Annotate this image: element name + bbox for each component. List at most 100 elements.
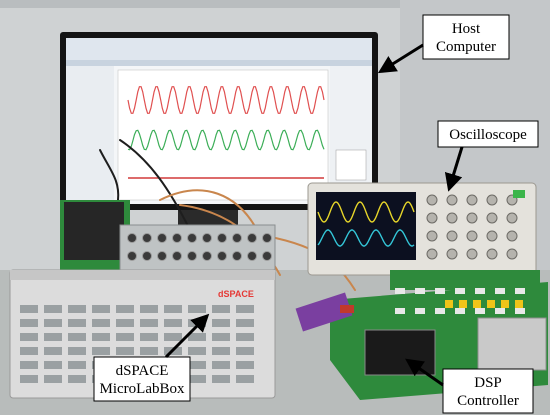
callout-dsp-arrow	[405, 358, 444, 387]
software-plot-sine-green	[127, 129, 325, 151]
dsp-component-yellow	[501, 300, 509, 308]
dsp-component	[475, 288, 485, 294]
scope-knob	[506, 212, 518, 224]
dsp-component	[475, 308, 485, 314]
dsp-component-yellow	[487, 300, 495, 308]
bnc-connector	[262, 233, 272, 243]
callout-oscilloscope-arrow	[444, 146, 464, 192]
dsp-heatsink	[477, 317, 547, 371]
dsp-component	[495, 288, 505, 294]
microlabbox-connector	[164, 305, 182, 313]
bnc-connector	[142, 251, 152, 261]
bnc-connector	[142, 233, 152, 243]
scope-knob	[466, 230, 478, 242]
callout-host-text-1: Host	[452, 21, 481, 37]
dsp-component	[515, 308, 525, 314]
bnc-connector	[262, 251, 272, 261]
cable-black-2	[119, 139, 191, 231]
microlabbox-connector	[44, 375, 62, 383]
bnc-connector	[157, 251, 167, 261]
scope-knob	[486, 248, 498, 260]
bnc-connector	[202, 233, 212, 243]
microlabbox-connector	[236, 361, 254, 369]
software-legend-box	[335, 149, 367, 181]
callout-oscilloscope: Oscilloscope	[437, 120, 539, 192]
microlabbox-connector	[116, 333, 134, 341]
scope-knob	[466, 248, 478, 260]
microlabbox-connector	[20, 319, 38, 327]
dsp-component	[415, 308, 425, 314]
callout-dspace: dSPACE MicroLabBox	[93, 313, 210, 402]
dsp-component	[415, 288, 425, 294]
microlabbox-connector	[236, 305, 254, 313]
bnc-connector	[172, 233, 182, 243]
microlabbox-connector	[20, 305, 38, 313]
microlabbox-connector	[212, 361, 230, 369]
bnc-connector	[127, 233, 137, 243]
dsp-chip-socket	[364, 329, 436, 376]
callout-host-text-2: Computer	[436, 39, 496, 55]
microlabbox-brand: dSPACE	[218, 289, 254, 299]
scope-knob	[426, 212, 438, 224]
software-property-panel	[330, 66, 372, 204]
microlabbox-connector	[236, 333, 254, 341]
dsp-component-yellow	[473, 300, 481, 308]
scope-knob	[446, 230, 458, 242]
callout-host-computer: Host Computer	[377, 14, 510, 74]
dsp-component	[495, 308, 505, 314]
dsp-component	[515, 288, 525, 294]
scope-knob	[466, 212, 478, 224]
microlabbox-connector	[140, 319, 158, 327]
dsp-component	[435, 308, 445, 314]
microlabbox-connector	[92, 333, 110, 341]
microlabbox-connector	[44, 361, 62, 369]
callout-dspace-text-2: MicroLabBox	[100, 381, 185, 397]
callout-host-box	[422, 14, 510, 60]
bnc-connector	[202, 251, 212, 261]
bnc-connector	[187, 251, 197, 261]
bnc-connector	[247, 251, 257, 261]
callout-host-arrow	[377, 43, 424, 74]
bnc-connector	[232, 233, 242, 243]
dsp-component	[455, 308, 465, 314]
microlabbox-connector	[212, 375, 230, 383]
microlabbox-connector	[188, 375, 206, 383]
scope-knob	[446, 212, 458, 224]
software-tree-panel	[66, 66, 114, 204]
dsp-board-strip-1	[390, 270, 540, 290]
software-toolbar	[66, 38, 372, 60]
scope-knobs	[426, 194, 518, 260]
software-ribbon	[66, 60, 372, 66]
bnc-connector	[172, 251, 182, 261]
microlabbox-connector	[68, 347, 86, 355]
scope-knob	[446, 194, 458, 206]
adapter-board	[60, 200, 130, 270]
microlabbox-connector	[68, 333, 86, 341]
microlabbox-connector	[140, 347, 158, 355]
bnc-connector	[232, 251, 242, 261]
scope-knob	[506, 248, 518, 260]
callout-dsp-text-2: Controller	[457, 393, 519, 409]
scope-knob	[486, 230, 498, 242]
microlabbox-top-edge	[10, 270, 275, 280]
microlabbox-connector	[188, 305, 206, 313]
microlabbox-connector	[140, 333, 158, 341]
microlabbox-connector	[44, 319, 62, 327]
scope-screen	[316, 192, 416, 260]
microlabbox-connector	[188, 361, 206, 369]
scope-knob	[426, 248, 438, 260]
adapter-heatsink	[64, 202, 124, 260]
microlabbox-connector	[68, 361, 86, 369]
scope-knob	[486, 194, 498, 206]
bnc-connector	[187, 233, 197, 243]
callout-dsp-text-1: DSP	[474, 375, 502, 391]
callout-dsp-box	[442, 368, 534, 414]
oscilloscope	[307, 182, 537, 276]
microlabbox-connector	[236, 347, 254, 355]
scope-knob	[446, 248, 458, 260]
microlabbox-connector	[20, 375, 38, 383]
bnc-connector	[157, 233, 167, 243]
microlabbox-connector	[212, 305, 230, 313]
scope-knob	[426, 194, 438, 206]
